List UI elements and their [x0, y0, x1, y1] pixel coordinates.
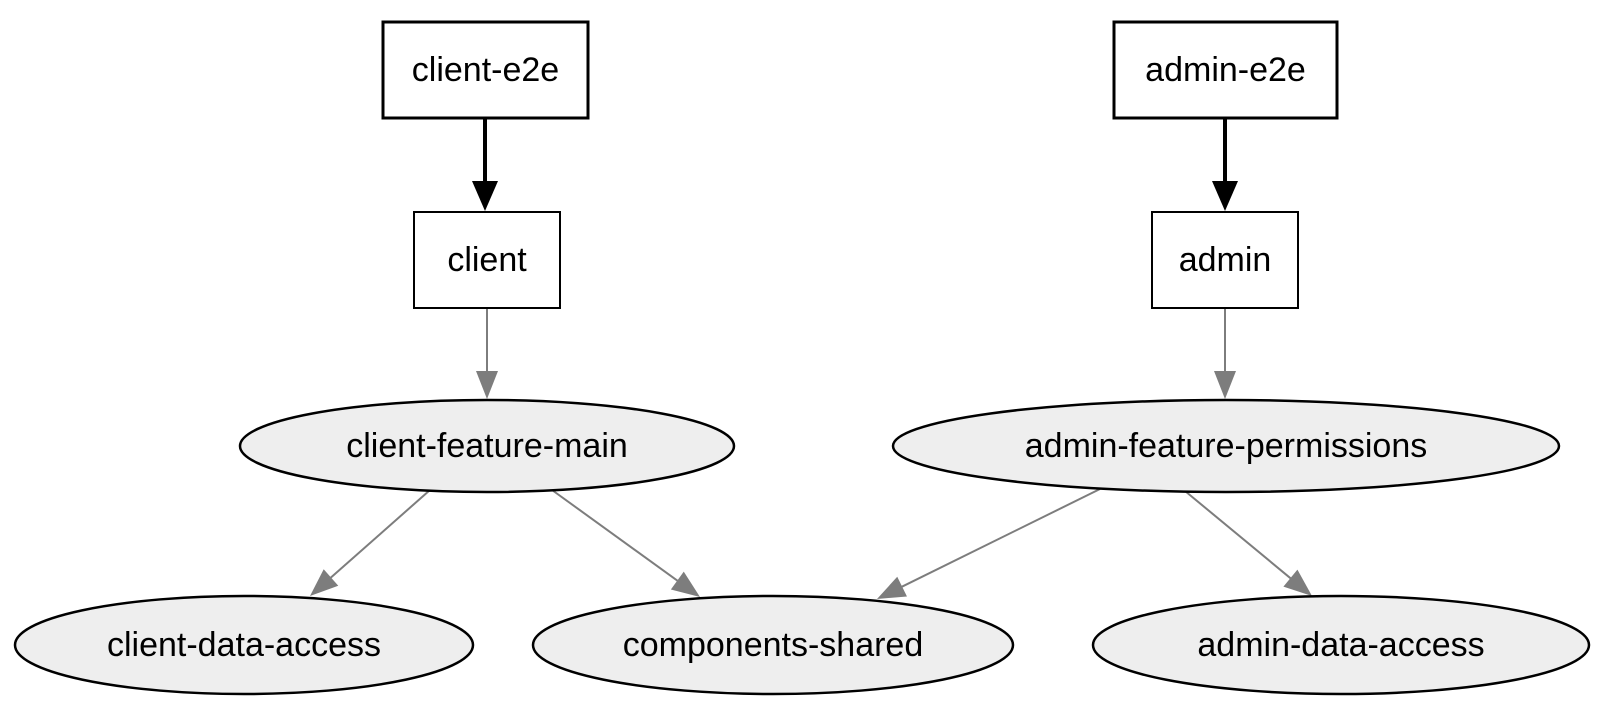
node-shape-rect: [413, 211, 561, 309]
edge-admin-feature-permissions-to-components-shared: [877, 488, 1101, 599]
edge-line: [1184, 490, 1292, 580]
node-shape-ellipse: [531, 594, 1015, 696]
node-label: admin-data-access: [1197, 626, 1484, 664]
node-admin-e2e: admin-e2e: [1112, 20, 1339, 120]
node-client: client: [413, 211, 561, 309]
edge-line: [551, 489, 679, 582]
edge-client-feature-main-to-components-shared: [551, 489, 700, 597]
node-label: admin-e2e: [1145, 51, 1306, 89]
arrowhead-icon: [1214, 371, 1236, 399]
edge-admin-feature-permissions-to-admin-data-access: [1184, 490, 1312, 596]
arrowhead-icon: [670, 571, 700, 597]
node-admin-data-access: admin-data-access: [1091, 594, 1591, 696]
node-admin-feature-permissions: admin-feature-permissions: [891, 398, 1561, 494]
node-admin: admin: [1151, 211, 1299, 309]
node-label: client-e2e: [412, 51, 559, 89]
node-label: client-feature-main: [346, 427, 628, 465]
node-client-feature-main: client-feature-main: [238, 398, 736, 494]
node-shape-ellipse: [891, 398, 1561, 494]
arrowhead-icon: [476, 371, 498, 399]
node-shape-rect: [381, 20, 590, 120]
node-shape-ellipse: [13, 594, 475, 696]
node-label: admin-feature-permissions: [1025, 427, 1428, 465]
node-label: admin: [1179, 241, 1272, 279]
node-label: components-shared: [623, 626, 924, 664]
node-shape-rect: [1112, 20, 1339, 120]
arrowhead-icon: [472, 181, 498, 211]
node-shape-ellipse: [1091, 594, 1591, 696]
arrowhead-icon: [1283, 569, 1312, 596]
node-shape-ellipse: [238, 398, 736, 494]
edge-admin-e2e-to-admin: [1212, 119, 1238, 211]
node-shape-rect: [1151, 211, 1299, 309]
edge-admin-to-admin-feature-permissions: [1214, 309, 1236, 399]
edge-line: [329, 489, 431, 579]
arrowhead-icon: [877, 576, 907, 599]
edge-client-e2e-to-client: [472, 119, 498, 211]
edge-client-to-client-feature-main: [476, 309, 498, 399]
edge-line: [900, 488, 1101, 588]
node-components-shared: components-shared: [531, 594, 1015, 696]
arrowhead-icon: [310, 569, 339, 596]
node-client-e2e: client-e2e: [381, 20, 590, 120]
arrowhead-icon: [1212, 181, 1238, 211]
node-label: client-data-access: [107, 626, 381, 664]
edge-client-feature-main-to-client-data-access: [310, 489, 431, 596]
node-label: client: [447, 241, 527, 279]
node-client-data-access: client-data-access: [13, 594, 475, 696]
